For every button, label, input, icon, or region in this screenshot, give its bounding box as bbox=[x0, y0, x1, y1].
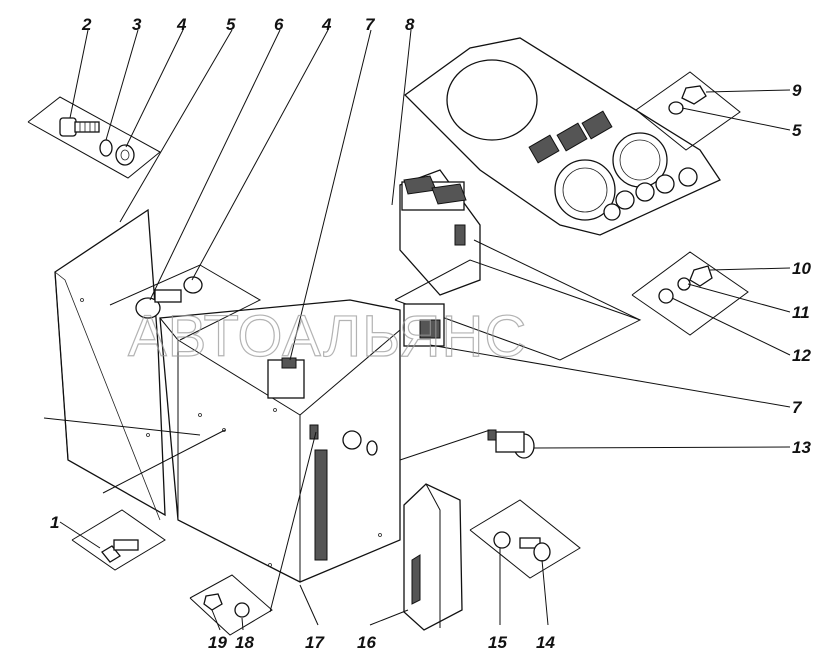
callout-2: 2 bbox=[81, 15, 92, 34]
relay-7-on-housing bbox=[267, 357, 305, 399]
callout-16: 16 bbox=[357, 633, 376, 652]
bolt-kit-1 bbox=[71, 509, 166, 571]
instrument-panel bbox=[404, 37, 721, 236]
left-bracket-panel bbox=[54, 208, 166, 521]
callout-6: 6 bbox=[274, 15, 284, 34]
bolt-kit-upper-left bbox=[27, 96, 161, 179]
callout-13: 13 bbox=[792, 438, 811, 457]
nut-kit-18-19 bbox=[189, 574, 273, 636]
callout-5: 5 bbox=[226, 15, 236, 34]
callout-1: 1 bbox=[50, 513, 59, 532]
callout-11: 11 bbox=[792, 303, 810, 322]
callout-17: 17 bbox=[305, 633, 325, 652]
watermark-text: АВТОАЛЬЯНС bbox=[128, 304, 527, 369]
electronic-module-8 bbox=[399, 169, 481, 296]
callout-12: 12 bbox=[792, 346, 811, 365]
callout-19: 19 bbox=[208, 633, 227, 652]
callout-8: 8 bbox=[405, 15, 415, 34]
leader-lines bbox=[43, 29, 791, 631]
callout-4-second: 4 bbox=[321, 15, 332, 34]
callout-18: 18 bbox=[235, 633, 254, 652]
cover-16 bbox=[403, 483, 463, 631]
callout-14: 14 bbox=[536, 633, 555, 652]
relay-7-detached bbox=[394, 259, 642, 361]
callout-4: 4 bbox=[176, 15, 187, 34]
callout-7-second: 7 bbox=[792, 398, 803, 417]
callout-15: 15 bbox=[488, 633, 507, 652]
main-housing bbox=[159, 299, 401, 583]
callout-7: 7 bbox=[365, 15, 376, 34]
bolt-kit-14-15 bbox=[469, 499, 581, 579]
socket-13 bbox=[487, 429, 535, 459]
callout-5-second: 5 bbox=[792, 121, 802, 140]
callout-labels: 2 3 4 5 6 4 7 8 9 5 10 11 12 7 13 1 19 1… bbox=[50, 15, 811, 652]
bolt-kit-middle bbox=[109, 264, 262, 341]
callout-9: 9 bbox=[792, 81, 802, 100]
callout-10: 10 bbox=[792, 259, 811, 278]
nut-kit-9-5 bbox=[635, 71, 741, 151]
callout-3: 3 bbox=[132, 15, 142, 34]
nut-kit-10-11-12 bbox=[631, 251, 749, 336]
